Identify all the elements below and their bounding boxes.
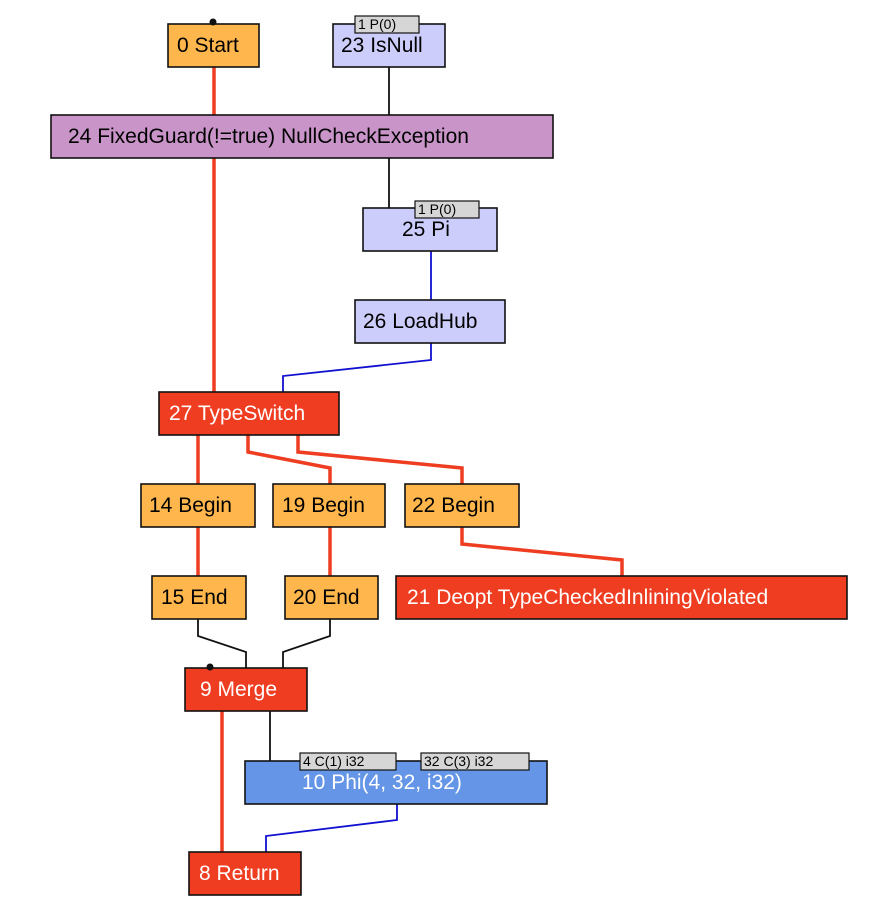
node-20[interactable]: 20 End bbox=[284, 575, 379, 620]
node-15[interactable]: 15 End bbox=[151, 575, 247, 620]
edge-6-27 bbox=[282, 343, 432, 392]
start-port-dot bbox=[209, 18, 217, 26]
node-box bbox=[404, 483, 520, 528]
node-label: 14 Begin bbox=[149, 494, 232, 517]
node-23[interactable]: 23 IsNull bbox=[332, 23, 446, 68]
node-0[interactable]: 0 Start bbox=[167, 23, 260, 68]
badge-box bbox=[414, 200, 480, 219]
node-box bbox=[50, 114, 554, 159]
input-badge: 4 C(1) i32 bbox=[299, 752, 397, 771]
node-label: 24 FixedGuard(!=true) NullCheckException bbox=[68, 125, 469, 148]
node-box bbox=[151, 575, 247, 620]
node-9[interactable]: 9 Merge bbox=[184, 667, 308, 712]
nodes-layer: 0 Start 23 IsNull 24 FixedGuard(!=true) Nu… bbox=[50, 23, 848, 896]
badge-box bbox=[354, 15, 420, 34]
edge-7-19 bbox=[246, 435, 332, 484]
node-26[interactable]: 26 LoadHub bbox=[354, 299, 506, 344]
node-27[interactable]: 27 TypeSwitch bbox=[158, 391, 340, 436]
node-21[interactable]: 21 Deopt TypeCheckedInliningViolated bbox=[395, 575, 848, 620]
input-badge: 1 P(0) bbox=[414, 200, 480, 219]
node-label: 8 Return bbox=[199, 862, 280, 885]
node-box bbox=[188, 851, 302, 896]
badge-label: 1 P(0) bbox=[418, 201, 456, 217]
node-label: 9 Merge bbox=[200, 678, 277, 701]
node-14[interactable]: 14 Begin bbox=[140, 483, 256, 528]
input-badge: 32 C(3) i32 bbox=[420, 752, 530, 771]
edge-7-22 bbox=[296, 435, 464, 484]
node-box bbox=[158, 391, 340, 436]
node-label: 26 LoadHub bbox=[363, 310, 477, 333]
node-box bbox=[395, 575, 848, 620]
edge-5-9 bbox=[197, 619, 247, 668]
merge-port-dot bbox=[206, 663, 214, 671]
node-box bbox=[354, 299, 506, 344]
badge-box bbox=[299, 752, 397, 771]
badge-box bbox=[420, 752, 530, 771]
badge-label: 4 C(1) i32 bbox=[303, 753, 365, 769]
dots-layer bbox=[206, 18, 217, 671]
badge-label: 32 C(3) i32 bbox=[424, 753, 493, 769]
edges-layer bbox=[196, 67, 624, 852]
node-label: 19 Begin bbox=[282, 494, 365, 517]
node-label: 10 Phi(4, 32, i32) bbox=[302, 771, 462, 794]
node-box bbox=[272, 483, 386, 528]
node-label: 27 TypeSwitch bbox=[169, 402, 305, 425]
node-label: 22 Begin bbox=[412, 494, 495, 517]
node-label: 25 Pi bbox=[402, 218, 450, 241]
node-label: 20 End bbox=[293, 586, 360, 609]
input-badge: 1 P(0) bbox=[354, 15, 420, 34]
badge-label: 1 P(0) bbox=[358, 16, 396, 32]
node-label: 0 Start bbox=[177, 34, 239, 57]
node-8[interactable]: 8 Return bbox=[188, 851, 302, 896]
node-label: 21 Deopt TypeCheckedInliningViolated bbox=[407, 586, 768, 609]
edge-0-8 bbox=[265, 804, 398, 852]
node-box bbox=[140, 483, 256, 528]
edge-2-21 bbox=[460, 527, 624, 576]
edge-0-9 bbox=[282, 619, 331, 668]
node-box bbox=[332, 23, 446, 68]
node-19[interactable]: 19 Begin bbox=[272, 483, 386, 528]
node-box bbox=[184, 667, 308, 712]
node-box bbox=[284, 575, 379, 620]
node-label: 23 IsNull bbox=[341, 34, 423, 57]
node-22[interactable]: 22 Begin bbox=[404, 483, 520, 528]
node-label: 15 End bbox=[161, 586, 228, 609]
node-24[interactable]: 24 FixedGuard(!=true) NullCheckException bbox=[50, 114, 554, 159]
badges-layer: 1 P(0) 1 P(0) 4 C(1) i32 32 C(3) i32 bbox=[299, 15, 530, 771]
